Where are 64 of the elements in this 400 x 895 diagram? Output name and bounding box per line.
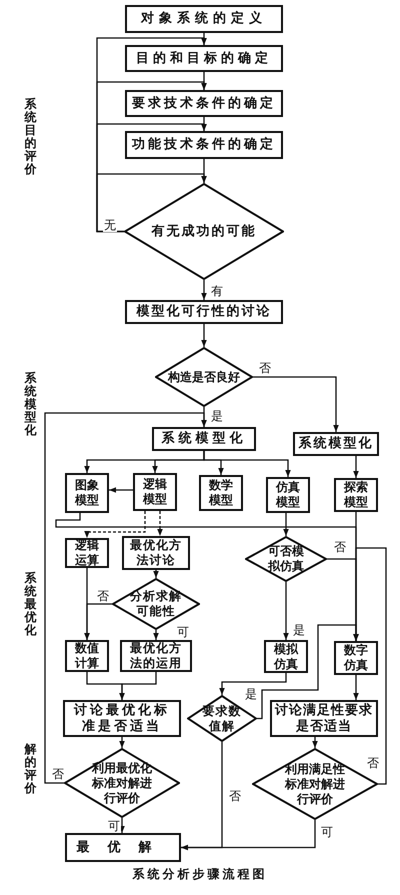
process-box: 图象模型	[65, 473, 109, 513]
arrow	[84, 603, 112, 640]
process-box: 数字仿真	[334, 641, 378, 675]
process-box: 最优化方法讨论	[122, 536, 190, 570]
process-box: 系统模型化	[152, 427, 256, 451]
edge-label: 否	[228, 790, 242, 803]
arrow	[153, 630, 159, 640]
process-box: 最优化方法的运用	[120, 640, 192, 672]
edge-label: 无	[103, 219, 117, 232]
edge-label: 可	[320, 826, 334, 839]
arrow	[119, 737, 125, 748]
decision-diamond: 有无成功的可能	[124, 183, 284, 280]
process-box: 模拟仿真	[264, 640, 308, 673]
caption: 系统分析步骤流程图	[132, 866, 268, 883]
arrow	[181, 820, 316, 850]
edge-label: 是	[244, 688, 258, 701]
arrow	[201, 324, 207, 347]
process-box: 系统模型化	[293, 432, 379, 456]
arrow	[119, 672, 157, 700]
edge-label: 否	[258, 362, 272, 375]
process-box: 仿真模型	[266, 477, 310, 513]
arrow	[353, 456, 359, 478]
edge-label: 否	[366, 757, 380, 770]
side-label: 系统目的评价	[24, 98, 37, 176]
process-box: 最优解	[65, 833, 181, 862]
decision-diamond: 构造是否良好	[155, 347, 253, 407]
edge-label: 可	[107, 820, 121, 833]
process-box: 模型化可行性的讨论	[125, 300, 283, 324]
arrow	[283, 582, 289, 640]
edge-label: 可	[176, 626, 190, 639]
arrow	[96, 173, 207, 232]
edge-label: 否	[333, 541, 347, 554]
arrow	[44, 412, 207, 784]
edge-label: 否	[51, 768, 65, 781]
arrow	[109, 487, 133, 493]
side-label: 解的评价	[24, 743, 37, 795]
arrow	[203, 451, 291, 477]
edge-label: 是	[292, 624, 306, 637]
arrow	[153, 570, 159, 578]
arrow	[157, 511, 163, 536]
arrow	[219, 673, 287, 695]
edge-label: 有	[210, 285, 224, 298]
edge-label: 否	[96, 590, 110, 603]
arrow	[283, 513, 289, 536]
arrow	[353, 675, 359, 700]
arrow	[119, 818, 125, 833]
process-box: 目的和目标的确定	[125, 45, 283, 72]
process-box: 探索模型	[334, 478, 378, 512]
process-box: 数学模型	[199, 475, 243, 511]
process-box: 功能技术条件的确定	[125, 131, 283, 159]
arrow	[312, 737, 318, 748]
arrow	[253, 376, 339, 432]
process-box: 要求技术条件的确定	[125, 90, 283, 117]
process-box: 讨论最优化标准是否适当	[63, 700, 181, 737]
process-box: 逻辑模型	[133, 473, 177, 511]
side-label: 系统模型化	[24, 372, 37, 437]
process-box: 数值计算	[65, 640, 109, 672]
arrow	[353, 512, 359, 641]
arrow	[84, 511, 146, 538]
side-label: 系统最优化	[24, 572, 37, 637]
arrow	[201, 280, 207, 300]
edge-label: 是	[210, 410, 224, 423]
process-box: 讨论满足性要求是否适当	[270, 700, 378, 737]
process-box: 对象系统的定义	[125, 5, 283, 33]
